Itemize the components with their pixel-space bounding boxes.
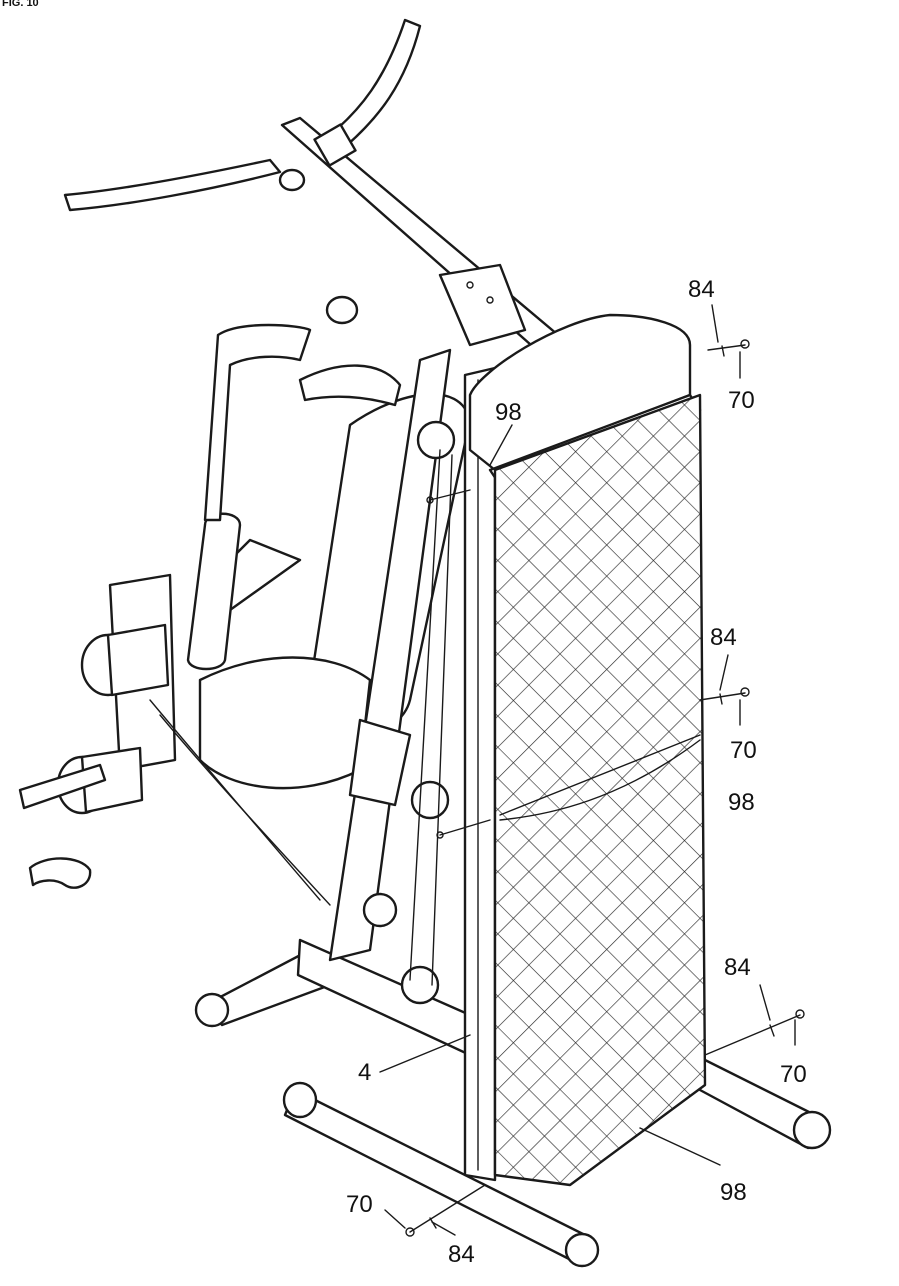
callout-70-bottom: 70 [346,1191,373,1218]
callout-84-lower: 84 [724,954,751,981]
callout-70-top: 70 [728,387,755,414]
leg-developer [18,573,331,906]
leader-lines [379,304,796,1236]
callout-84-middle: 84 [710,624,737,651]
base-frame [194,938,832,1268]
main-upright [328,348,497,1182]
callout-98-bottom: 98 [720,1179,747,1206]
callout-84-top: 84 [688,276,715,303]
hardware-bolts [405,339,805,1237]
ankle-strap [28,857,92,889]
callout-98-top: 98 [495,399,522,426]
callout-4-upright: 4 [358,1059,371,1086]
callout-70-middle: 70 [730,737,757,764]
mesh-shroud [493,393,707,1187]
press-arm [280,116,572,362]
figure-label: FIG. 10 [2,0,39,9]
handlebar [63,18,422,212]
callout-98-middle: 98 [728,789,755,816]
callout-70-lower: 70 [780,1061,807,1088]
callout-84-bottom: 84 [448,1241,475,1268]
callout-labels: 84 70 98 84 70 98 84 70 4 98 70 84 [346,276,807,1268]
